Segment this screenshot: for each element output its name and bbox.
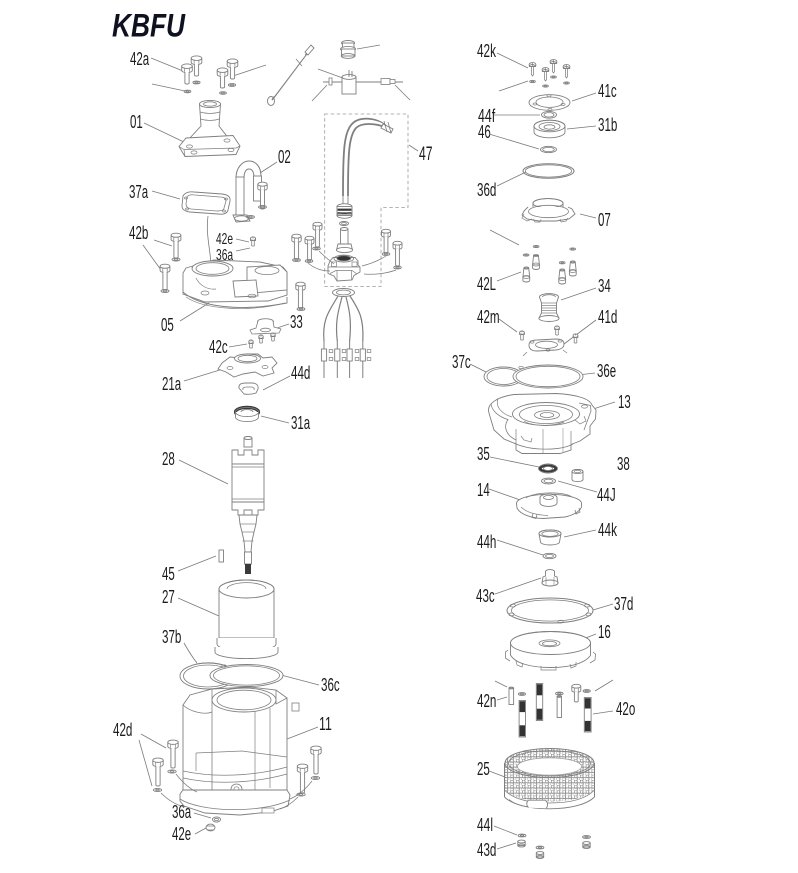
svg-text:27: 27	[162, 587, 175, 607]
svg-text:41c: 41c	[598, 81, 617, 101]
svg-text:05: 05	[161, 315, 174, 335]
svg-text:33: 33	[290, 312, 303, 332]
svg-text:25: 25	[477, 759, 490, 779]
svg-text:14: 14	[477, 480, 490, 500]
svg-text:42o: 42o	[616, 699, 635, 719]
svg-text:16: 16	[598, 622, 611, 642]
svg-text:36d: 36d	[477, 180, 496, 200]
svg-text:42e: 42e	[172, 824, 191, 844]
svg-text:37c: 37c	[452, 352, 471, 372]
svg-text:37a: 37a	[129, 182, 149, 202]
svg-text:42b: 42b	[129, 223, 148, 243]
svg-text:42k: 42k	[477, 41, 497, 61]
svg-text:37b: 37b	[162, 627, 181, 647]
svg-text:37d: 37d	[614, 594, 633, 614]
svg-text:46: 46	[478, 122, 491, 142]
svg-text:42L: 42L	[477, 274, 496, 294]
svg-text:43d: 43d	[477, 840, 496, 860]
svg-text:45: 45	[162, 564, 175, 584]
svg-text:07: 07	[598, 210, 611, 230]
svg-text:44f: 44f	[478, 106, 496, 126]
svg-text:13: 13	[618, 392, 631, 412]
svg-text:44l: 44l	[477, 815, 493, 835]
svg-text:42n: 42n	[477, 691, 496, 711]
svg-text:42d: 42d	[113, 720, 132, 740]
svg-text:44J: 44J	[597, 485, 616, 505]
svg-text:44d: 44d	[291, 363, 310, 383]
svg-text:34: 34	[598, 276, 611, 296]
svg-text:36c: 36c	[321, 675, 340, 695]
svg-text:11: 11	[319, 714, 332, 734]
svg-text:42e: 42e	[216, 231, 233, 248]
svg-text:47: 47	[419, 144, 433, 165]
svg-text:36a: 36a	[216, 247, 233, 264]
svg-text:35: 35	[477, 444, 490, 464]
svg-text:44h: 44h	[477, 532, 496, 552]
svg-text:36e: 36e	[597, 361, 616, 381]
svg-text:44k: 44k	[598, 520, 618, 540]
svg-text:31b: 31b	[598, 115, 617, 135]
svg-text:42c: 42c	[209, 337, 228, 357]
svg-text:41d: 41d	[598, 307, 617, 327]
svg-text:02: 02	[278, 147, 291, 167]
svg-text:43c: 43c	[476, 586, 495, 606]
svg-text:28: 28	[162, 449, 175, 469]
svg-text:31a: 31a	[291, 413, 311, 433]
svg-text:38: 38	[617, 454, 630, 474]
svg-text:21a: 21a	[162, 374, 182, 394]
svg-text:42m: 42m	[477, 307, 500, 327]
svg-text:42a: 42a	[130, 49, 150, 69]
svg-text:01: 01	[130, 112, 143, 132]
svg-text:KBFU: KBFU	[112, 8, 186, 44]
